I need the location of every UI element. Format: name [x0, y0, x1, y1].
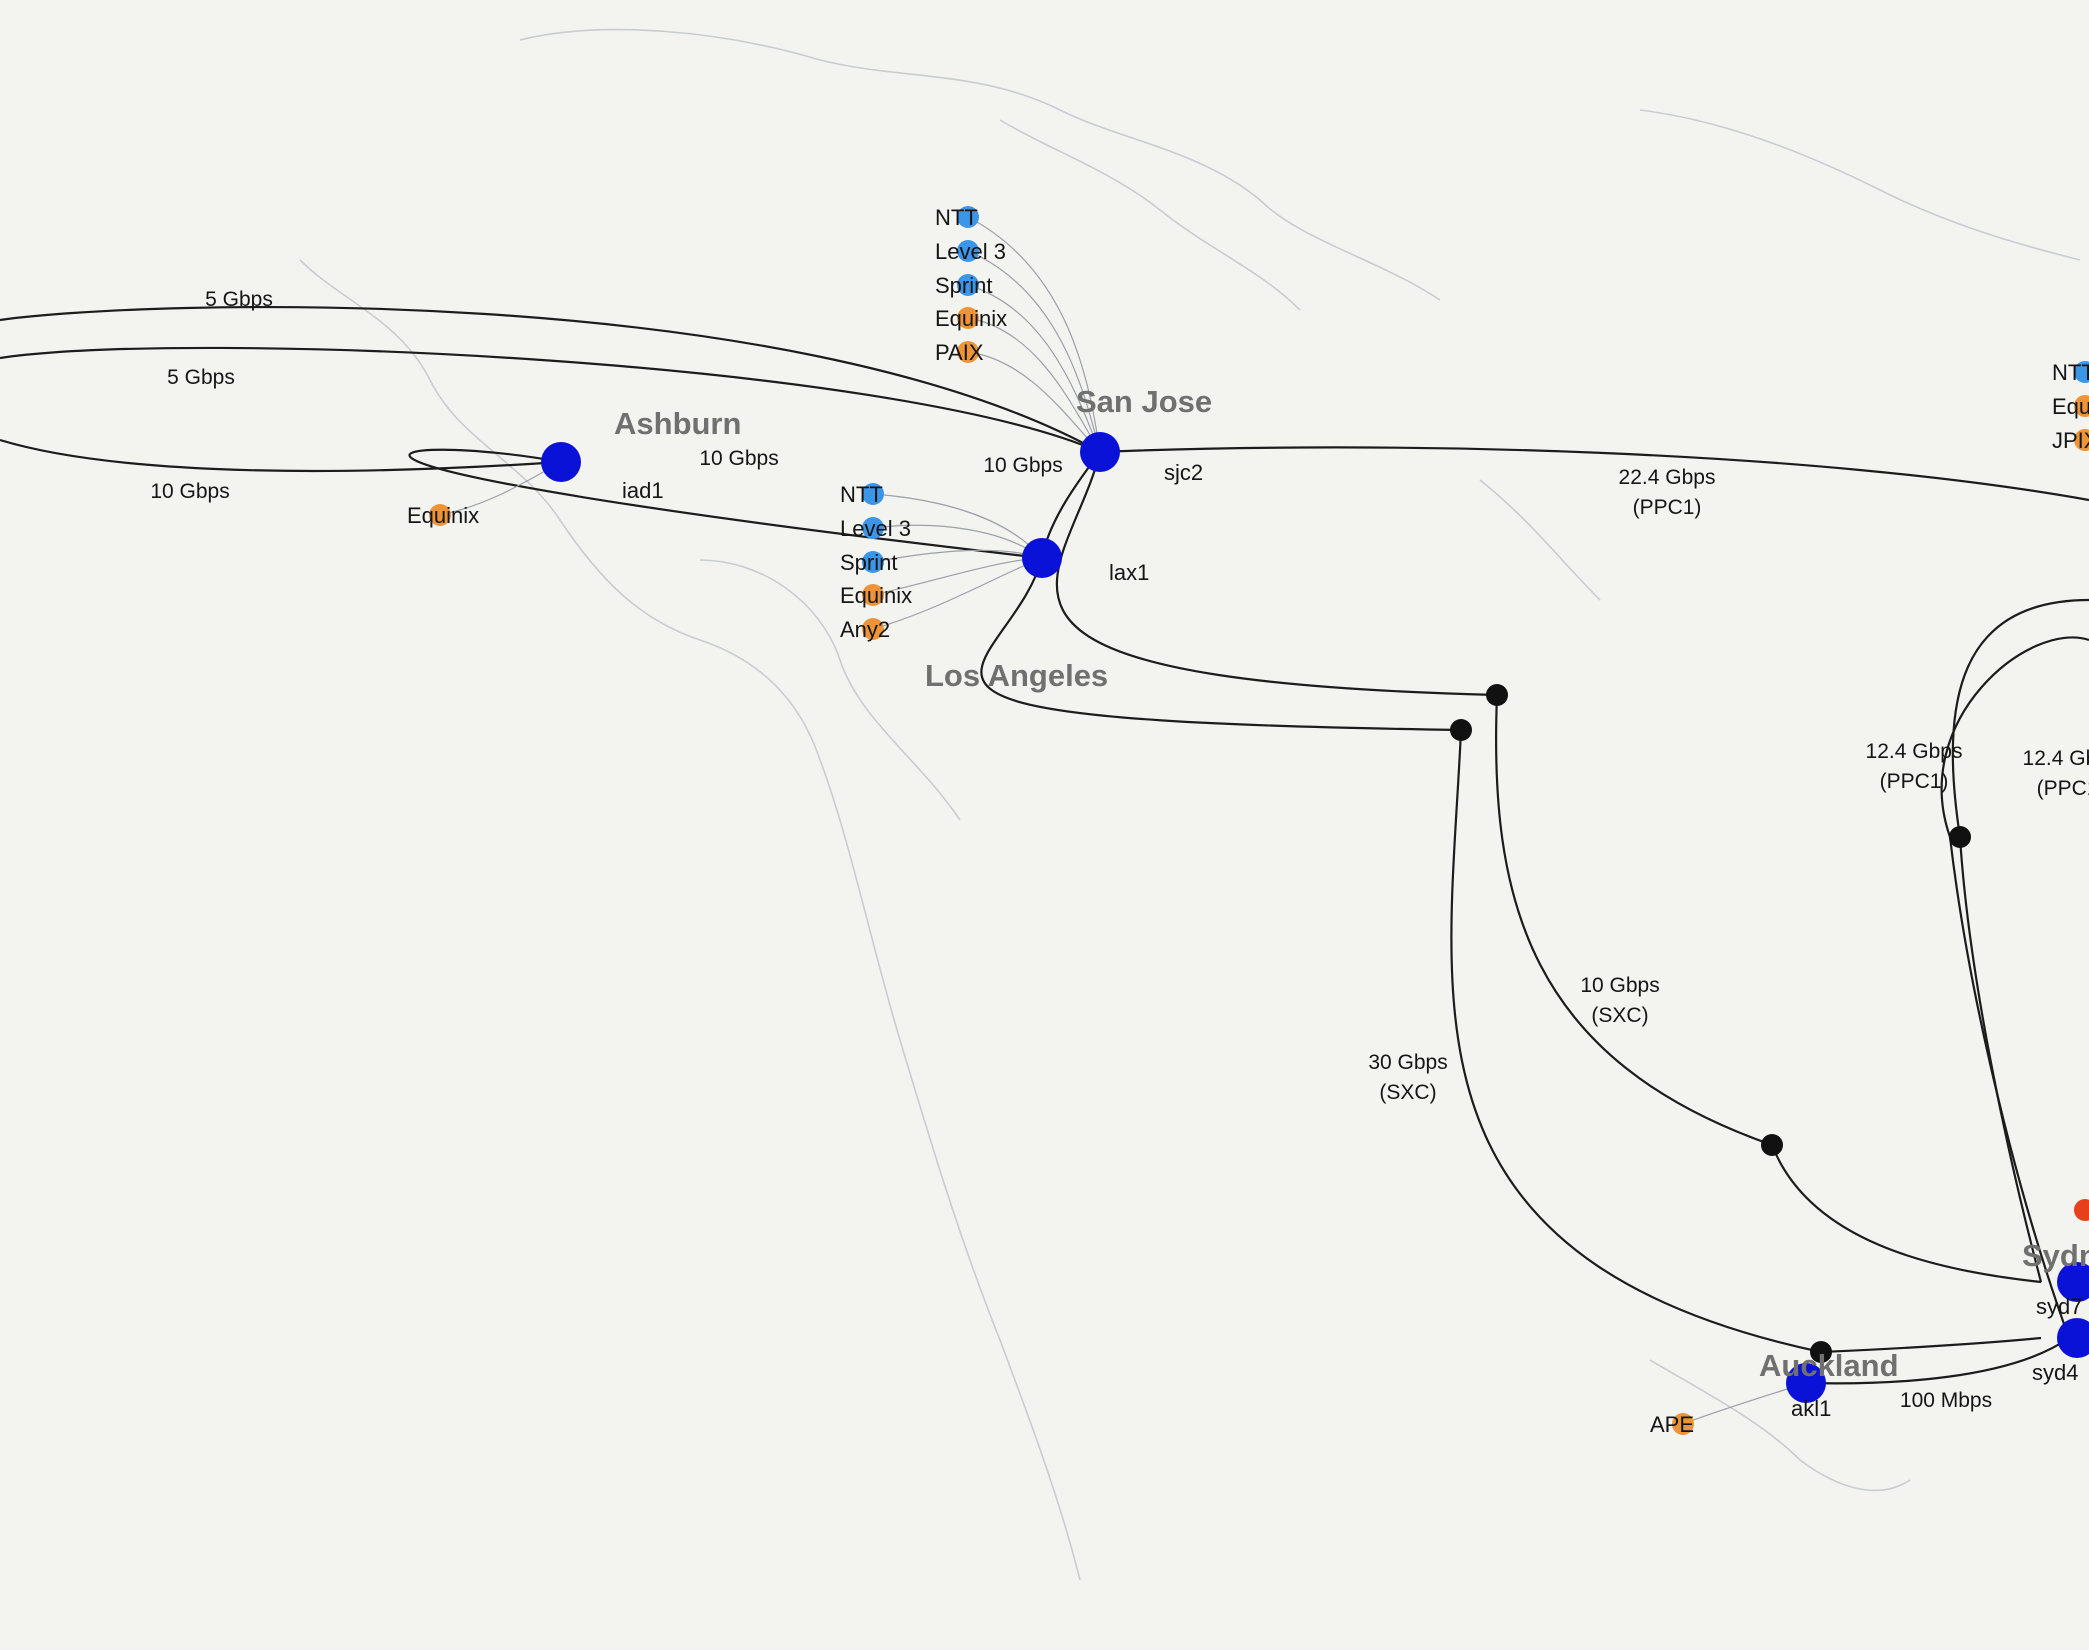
link-label-sxc-10: 10 Gbps	[1580, 974, 1659, 997]
peer-label: Equinix	[2052, 394, 2089, 419]
link-top-5a[interactable]	[0, 305, 1101, 453]
peer-label: Level 3	[840, 516, 911, 541]
link-sxc-10-b[interactable]	[1770, 1144, 2042, 1284]
link-label-ppc-left: 12.4 Gbps	[1866, 740, 1963, 763]
peer-spoke	[967, 284, 1101, 453]
link-ppc-main[interactable]	[1099, 446, 2089, 502]
link-sjc-junction[interactable]	[1055, 451, 1498, 697]
link-label-sxc-30-sub: (SXC)	[1379, 1081, 1436, 1104]
dc-code-lax1: lax1	[1109, 560, 1149, 585]
junction-node[interactable]	[1450, 719, 1472, 741]
link-label-top-5b: 5 Gbps	[167, 366, 235, 389]
city-label-ashburn: Ashburn	[614, 406, 741, 441]
peer-dot-transit[interactable]	[957, 206, 979, 228]
peer-dot-transit[interactable]	[957, 274, 979, 296]
dc-code-syd7: syd7	[2036, 1294, 2082, 1319]
city-label-sanjose: San Jose	[1076, 384, 1212, 419]
peer-label: NTT	[935, 205, 978, 230]
city-label-losangeles: Los Angeles	[925, 658, 1108, 693]
link-ppc-right[interactable]	[1940, 636, 2089, 838]
peer-dot-transit[interactable]	[862, 517, 884, 539]
peer-dot-transit[interactable]	[862, 483, 884, 505]
link-syd-akl[interactable]	[1805, 1337, 2070, 1385]
datacenter-node-sydney-2[interactable]	[2057, 1318, 2089, 1358]
link-iad-west[interactable]	[0, 438, 562, 473]
junction-node[interactable]	[1486, 684, 1508, 706]
datacenter-node-sydney[interactable]	[2057, 1262, 2089, 1302]
dc-code-akl1: akl1	[1791, 1396, 1831, 1421]
link-sxc-30[interactable]	[1450, 729, 1822, 1354]
peer-label: NTT	[840, 482, 883, 507]
dc-code-sjc2: sjc2	[1164, 460, 1203, 485]
datacenter-node-ashburn[interactable]	[541, 442, 581, 482]
link-label-west-10: 10 Gbps	[150, 480, 229, 503]
link-lax-junction[interactable]	[980, 557, 1462, 732]
junction-node[interactable]	[1949, 826, 1971, 848]
peer-label: JPIX	[2052, 428, 2089, 453]
peer-label: PAIX	[935, 340, 984, 365]
link-label-sxc-10-sub: (SXC)	[1591, 1004, 1648, 1027]
alert-dot[interactable]	[2074, 1199, 2089, 1221]
link-top-5b[interactable]	[0, 346, 1101, 454]
link-label-syd-akl: 100 Mbps	[1900, 1389, 1992, 1412]
link-label-iad-lax: 10 Gbps	[699, 447, 778, 470]
link-label-sxc-30: 30 Gbps	[1368, 1051, 1447, 1074]
datacenter-node-sanjose[interactable]	[1080, 432, 1120, 472]
peer-label: Sprint	[840, 550, 897, 575]
datacenter-node-losangeles[interactable]	[1022, 538, 1062, 578]
peer-label: Level 3	[935, 239, 1006, 264]
peer-label: Any2	[840, 617, 890, 642]
peer-dot-transit[interactable]	[2074, 361, 2089, 383]
link-iad-lax[interactable]	[408, 448, 1043, 560]
peer-label: APE	[1650, 1412, 1694, 1437]
peer-dot-exchange[interactable]	[957, 341, 979, 363]
city-label-sydney: Sydney	[2022, 1238, 2089, 1273]
peer-label: Equinix	[840, 583, 912, 608]
peer-dot-exchange[interactable]	[1672, 1413, 1694, 1435]
peer-label: NTT	[2052, 360, 2089, 385]
link-label-ppc-left-sub: (PPC1)	[1880, 770, 1949, 793]
peer-dot-transit[interactable]	[957, 240, 979, 262]
link-label-sjc-lax: 10 Gbps	[983, 454, 1062, 477]
datacenter-node-auckland[interactable]	[1786, 1363, 1826, 1403]
peer-dot-transit[interactable]	[862, 551, 884, 573]
peer-label: Equinix	[935, 306, 1007, 331]
link-sxc-10[interactable]	[1494, 694, 1773, 1147]
junction-node[interactable]	[1810, 1341, 1832, 1363]
peer-dot-exchange[interactable]	[957, 307, 979, 329]
link-label-top-5a: 5 Gbps	[205, 288, 273, 311]
dc-code-syd4: syd4	[2032, 1360, 2078, 1385]
dc-code-iad1: iad1	[622, 478, 664, 503]
peer-dot-exchange[interactable]	[2074, 395, 2089, 417]
network-group: Ashburn San Jose Los Angeles Sydney Auck…	[0, 205, 2089, 1437]
link-ppc-right-b[interactable]	[1948, 836, 2071, 1339]
link-label-ppc-right-sub: (PPC1)	[2037, 777, 2089, 800]
link-label-ppc-main-sub: (PPC1)	[1633, 496, 1702, 519]
link-ppc-left[interactable]	[1951, 598, 2089, 838]
peer-label: Sprint	[935, 273, 992, 298]
peer-dot-exchange[interactable]	[429, 504, 451, 526]
peer-dot-exchange[interactable]	[862, 584, 884, 606]
junction-node[interactable]	[1761, 1134, 1783, 1156]
peer-dot-exchange[interactable]	[2074, 429, 2089, 451]
city-label-auckland: Auckland	[1759, 1348, 1899, 1383]
peer-spoke	[967, 216, 1101, 453]
peer-label: Equinix	[407, 503, 479, 528]
link-label-ppc-main: 22.4 Gbps	[1619, 466, 1716, 489]
peer-dot-exchange[interactable]	[862, 618, 884, 640]
link-sxc-30-b[interactable]	[1820, 1336, 2042, 1354]
link-label-ppc-right: 12.4 Gbps	[2023, 747, 2089, 770]
peer-spoke	[967, 250, 1101, 453]
